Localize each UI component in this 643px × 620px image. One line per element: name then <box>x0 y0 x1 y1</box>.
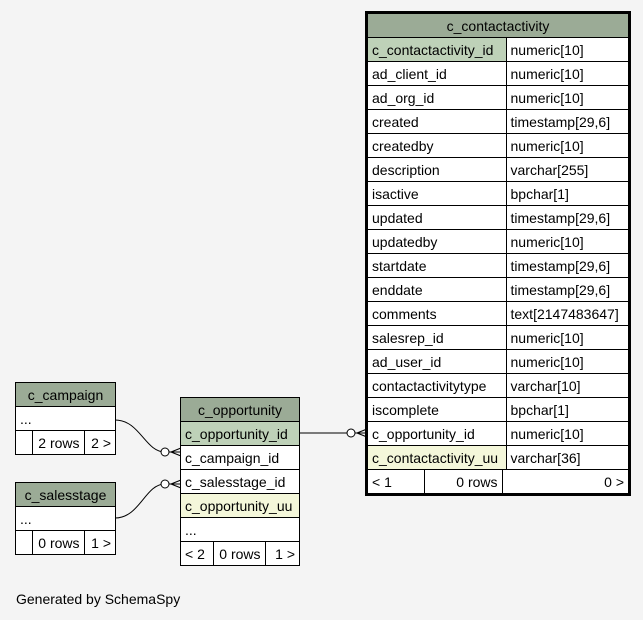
table-title[interactable]: c_salesstage <box>16 483 115 507</box>
generated-by-label: Generated by SchemaSpy <box>16 591 181 607</box>
column-type: timestamp[29,6] <box>505 205 628 230</box>
row-count: 0 rows <box>424 470 503 493</box>
column-c-contactactivity-uu: c_contactactivity_uu <box>368 445 507 470</box>
parents-count <box>16 430 33 454</box>
optional-marker <box>160 447 170 457</box>
column-ad-client-id: ad_client_id <box>368 61 507 86</box>
parents-count: < 2 <box>181 541 214 565</box>
optional-marker <box>160 479 170 489</box>
edge-campaign-opportunity <box>114 419 181 453</box>
column-isactive: isactive <box>368 181 507 206</box>
column-enddate: enddate <box>368 277 507 302</box>
column-type: bpchar[1] <box>505 181 628 206</box>
crowfoot-marker <box>170 479 182 489</box>
column-type: text[2147483647] <box>505 301 628 326</box>
column-c-opportunity-id: c_opportunity_id <box>181 421 299 446</box>
children-count: 2 > <box>83 430 115 454</box>
parents-count <box>16 530 33 554</box>
column-c-opportunity-uu: c_opportunity_uu <box>181 493 299 518</box>
column-contactactivitytype: contactactivitytype <box>368 373 507 398</box>
children-count: 1 > <box>264 541 299 565</box>
crowfoot-marker <box>170 447 182 457</box>
table-c-salesstage[interactable]: c_salesstage ... 0 rows 1 > <box>15 482 116 555</box>
edge-salesstage-opportunity <box>114 483 181 519</box>
column-type: varchar[10] <box>505 373 628 398</box>
column-c-opportunity-id: c_opportunity_id <box>368 421 507 446</box>
column-updatedby: updatedby <box>368 229 507 254</box>
column-type: numeric[10] <box>505 61 628 86</box>
children-count: 0 > <box>604 473 624 490</box>
row-count: 0 rows <box>31 530 85 554</box>
column-type: timestamp[29,6] <box>505 277 628 302</box>
column-type: timestamp[29,6] <box>505 109 628 134</box>
column-type: numeric[10] <box>505 349 628 374</box>
column-c-contactactivity-id: c_contactactivity_id <box>368 37 507 62</box>
table-title[interactable]: c_campaign <box>16 383 115 407</box>
column-type: numeric[10] <box>505 229 628 254</box>
column-type: numeric[10] <box>505 133 628 158</box>
row-count: 2 rows <box>31 430 85 454</box>
children-count: 1 > <box>83 530 115 554</box>
column-type: timestamp[29,6] <box>505 253 628 278</box>
table-title[interactable]: c_opportunity <box>181 398 299 422</box>
table-c-opportunity[interactable]: c_opportunity c_opportunity_id c_campaig… <box>180 397 300 566</box>
table-title[interactable]: c_contactactivity <box>368 14 628 38</box>
column-ad-user-id: ad_user_id <box>368 349 507 374</box>
column-type: numeric[10] <box>505 37 628 62</box>
column-type: bpchar[1] <box>505 397 628 422</box>
column-ad-org-id: ad_org_id <box>368 85 507 110</box>
column-comments: comments <box>368 301 507 326</box>
column-type: varchar[255] <box>505 157 628 182</box>
column-type: numeric[10] <box>505 325 628 350</box>
column-description: description <box>368 157 507 182</box>
optional-marker <box>346 428 356 438</box>
more-columns: ... <box>181 517 299 542</box>
column-c-salesstage-id: c_salesstage_id <box>181 469 299 494</box>
more-columns: ... <box>16 406 115 431</box>
column-c-campaign-id: c_campaign_id <box>181 445 299 470</box>
more-columns: ... <box>16 506 115 531</box>
column-type: numeric[10] <box>505 85 628 110</box>
row-count: 0 rows <box>212 541 266 565</box>
column-created: created <box>368 109 507 134</box>
column-createdby: createdby <box>368 133 507 158</box>
column-type: varchar[36] <box>505 445 628 470</box>
column-type: numeric[10] <box>505 421 628 446</box>
column-salesrep-id: salesrep_id <box>368 325 507 350</box>
column-iscomplete: iscomplete <box>368 397 507 422</box>
table-c-campaign[interactable]: c_campaign ... 2 rows 2 > <box>15 382 116 455</box>
column-updated: updated <box>368 205 507 230</box>
column-startdate: startdate <box>368 253 507 278</box>
parents-count: < 1 <box>368 470 425 493</box>
